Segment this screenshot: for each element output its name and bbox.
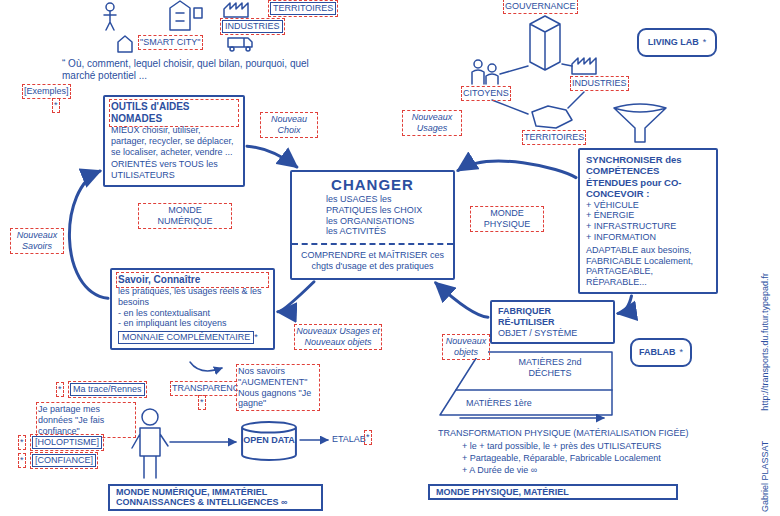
node-text: ORIENTÉS vers TOUS les UTILISATEURS	[111, 159, 237, 181]
sub-section: COMPRENDRE et MAÎTRISER ces chgts d'usag…	[292, 243, 453, 274]
source-label: ETALAB	[332, 434, 366, 445]
edge-label: Nouveaux objets	[444, 336, 488, 358]
concept-label: [HOLOPTISME]	[32, 436, 102, 449]
star-mark: *	[366, 432, 370, 443]
example-label: Ma trace/Rennes	[70, 383, 145, 396]
edge-label: Nouveaux Savoirs	[12, 230, 62, 252]
node-text: CHANGER	[298, 176, 447, 194]
concept-label: [CONFIANCE]	[32, 454, 96, 467]
edge-label: Nouveau Choix	[262, 114, 316, 136]
node-text: ADAPTABLE aux besoins, FABRICABLE Locale…	[586, 245, 710, 288]
world-label: MONDE PHYSIQUE	[472, 208, 542, 230]
note-heading: TRANSFORMATION PHYSIQUE (MATÉRIALISATION…	[438, 428, 689, 439]
material-label: MATIÈRES 2nd DÉCHETS	[505, 357, 595, 379]
node-text: *	[254, 332, 258, 342]
url-credit: http://transports.du.futur.typepad.fr	[760, 273, 771, 411]
node-text: MONNAIE COMPLÉMENTAIRE	[122, 332, 250, 343]
icon-label: GOUVERNANCE	[505, 1, 576, 12]
star-mark: *	[200, 397, 204, 408]
edge-label: Nouveaux Usages	[404, 112, 460, 134]
edge-label: Nouveaux Usages et Nouveaux objets	[296, 326, 380, 348]
node-text: les USAGES les PRATIQUES les CHOIX les O…	[326, 194, 426, 237]
node-text: + INFORMATION	[586, 232, 710, 243]
node-text: MONDE NUMÉRIQUE, IMMATÉRIEL	[116, 487, 315, 497]
node-text: OUTILS d'AIDES NOMADES	[111, 101, 237, 125]
node-text: COMPRENDRE et MAÎTRISER ces chgts d'usag…	[298, 250, 447, 272]
icon-label: CITOYENS	[463, 88, 509, 99]
node-text: FABLAB	[639, 347, 676, 357]
lab-box: LIVING LAB *	[637, 28, 717, 57]
process-box: SYNCHRONISER des COMPÉTENCES ÉTENDUES po…	[578, 148, 718, 294]
process-box: FABRIQUERRÉ-UTILISEROBJET / SYSTÈME	[490, 300, 615, 344]
star-mark: *	[20, 437, 24, 448]
star-mark: *	[58, 384, 62, 395]
node-text: SYNCHRONISER des COMPÉTENCES ÉTENDUES po…	[586, 154, 710, 200]
node-text: MONDE PHYSIQUE, MATÉRIEL	[436, 487, 670, 497]
star-mark: *	[54, 100, 58, 111]
node-text: MIEUX choisir, utiliser, partager, recyc…	[111, 125, 237, 157]
cycle-arrow	[69, 171, 108, 298]
author-credit: Gabriel PLASSAT	[760, 441, 771, 512]
star-mark: *	[20, 455, 24, 466]
node-text: *	[703, 37, 707, 47]
node-text: les pratiques, les usages réels & les be…	[118, 286, 267, 308]
credit-vertical: Gabriel PLASSAT http://transports.du.futu…	[760, 222, 771, 512]
process-box: CHANGERles USAGES les PRATIQUES les CHOI…	[290, 170, 455, 280]
note-line: + A Durée de vie ∞	[462, 465, 537, 476]
note-line: + le + tard possible, le + près des UTIL…	[462, 441, 661, 452]
node-text: + INFRASTRUCTURE	[586, 221, 710, 232]
cycle-arrow	[278, 282, 314, 312]
icon-label: INDUSTRIES	[572, 78, 627, 89]
concept-label: TRANSPARENCE	[172, 383, 245, 394]
quote-note: Nos savoirs "AUGMENTENT" Nous gagnons "J…	[238, 366, 318, 409]
icon-label: TERRITOIRES	[524, 132, 584, 143]
icon-label: TERRITOIRES	[270, 2, 336, 15]
node-text: OBJET / SYSTÈME	[498, 328, 607, 339]
node-text: *	[679, 347, 683, 357]
node-text: - en les contextualisant	[118, 308, 267, 319]
world-label: MONDE NUMÉRIQUE	[140, 205, 230, 227]
process-box: Savoir, Connaîtreles pratiques, les usag…	[110, 268, 275, 350]
lab-box: FABLAB*	[630, 338, 692, 367]
world-band: MONDE NUMÉRIQUE, IMMATÉRIELCONNAISSANCES…	[108, 484, 323, 511]
node-text: + ÉNERGIE	[586, 210, 710, 221]
note-line: + Partageable, Réparable, Fabricable Loc…	[462, 453, 661, 464]
node-text: + VÉHICULE	[586, 200, 710, 211]
node-text: RÉ-UTILISER	[498, 317, 607, 328]
icon-label: INDUSTRIES	[222, 20, 283, 33]
node-text: FABRIQUER	[498, 306, 607, 317]
cycle-arrow	[247, 146, 297, 167]
node-text: - en impliquant les citoyens	[118, 318, 267, 329]
node-text: LIVING LAB	[648, 37, 699, 47]
process-box: OUTILS d'AIDES NOMADESMIEUX choisir, uti…	[103, 95, 245, 187]
database-cylinder: OPEN DATA	[240, 420, 298, 462]
cycle-arrow	[458, 161, 576, 178]
node-text: OPEN DATA	[242, 435, 296, 446]
quote-note: Je partage mes données "Je fais confianc…	[38, 404, 134, 436]
material-label: MATIÈRES 1ère	[466, 398, 532, 409]
node-text: Savoir, Connaître	[118, 274, 267, 286]
world-band: MONDE PHYSIQUE, MATÉRIEL	[428, 484, 678, 500]
cycle-arrow	[618, 296, 632, 314]
bracket-note: [Exemples]	[24, 86, 69, 97]
cycle-arrow	[436, 283, 488, 317]
node-text: CONNAISSANCES & INTELLIGENCES ∞	[116, 497, 315, 507]
question-note: “ Où, comment, lequel choisir, quel bila…	[62, 58, 327, 82]
bracket-box: MONNAIE COMPLÉMENTAIRE	[118, 331, 254, 344]
city-label: "SMART CITY"	[140, 37, 201, 48]
